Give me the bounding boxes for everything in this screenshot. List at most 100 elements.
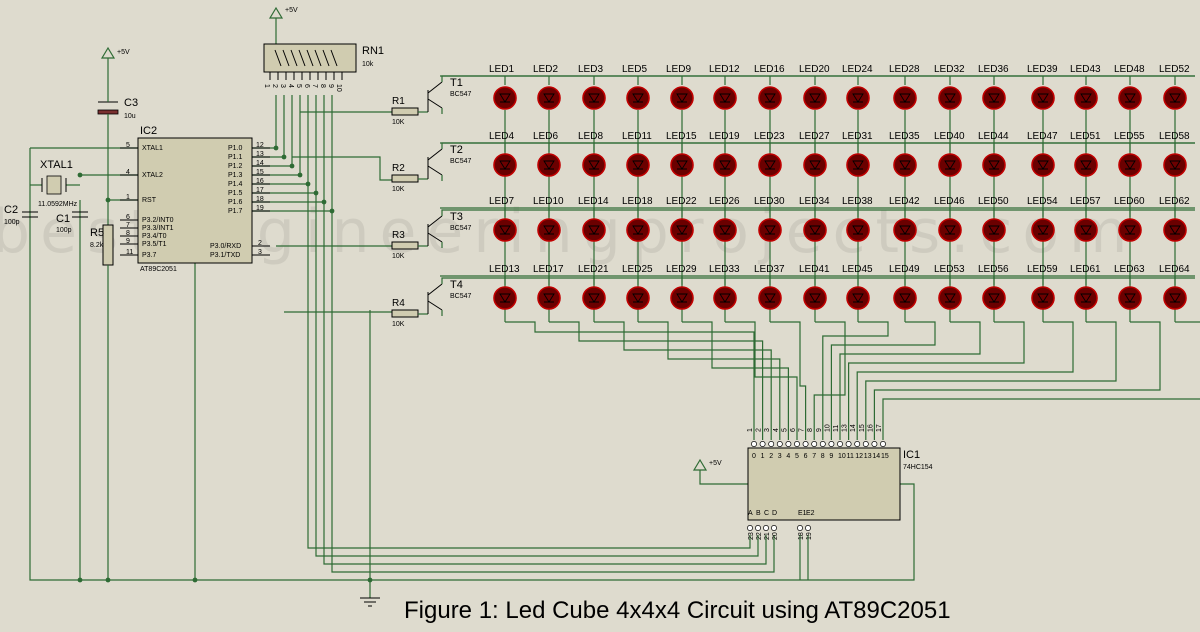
ic1-pin-name: 4 (786, 453, 790, 460)
led-body (1074, 218, 1098, 242)
column-bus (839, 321, 981, 440)
ic2-pin-number: 12 (256, 142, 264, 149)
led-label: LED5 (622, 64, 647, 75)
diode-symbol-icon (719, 225, 731, 235)
junction-dot (105, 197, 111, 203)
led: LED36 (978, 64, 1009, 110)
column-bus (882, 321, 1200, 440)
led-body (846, 218, 870, 242)
junction-dot (281, 154, 287, 160)
led-body (758, 218, 782, 242)
ic2-pin-number: 4 (126, 169, 130, 176)
ic1-pin-number: 7 (799, 428, 806, 432)
ic1-pin-name: 8 (821, 453, 825, 460)
diode-symbol-icon (809, 225, 821, 235)
pin-ring (755, 525, 761, 531)
led-label: LED41 (799, 264, 830, 275)
ic1-bottom-pin: B22 (755, 510, 763, 540)
diode-symbol-icon (676, 160, 688, 170)
rn1-pin: 5 (295, 72, 303, 88)
led: LED59 (1027, 264, 1058, 310)
transistor-collector (427, 283, 443, 296)
led-body (846, 286, 870, 310)
led-label: LED1 (489, 64, 514, 75)
ic1-pin-name: C (764, 510, 769, 517)
led-body (758, 153, 782, 177)
ic2-pin-number: 18 (256, 196, 264, 203)
ic1-pin-number: 13 (842, 424, 849, 432)
led-label: LED63 (1114, 264, 1145, 275)
ic1-pin-name: 11 (847, 453, 854, 460)
ic1-pin-name: 15 (881, 453, 889, 460)
ic2-pin-number: 3 (258, 249, 262, 256)
resistor-ref: R3 (392, 230, 405, 241)
column-bus (638, 321, 781, 440)
led-body (803, 86, 827, 110)
diode-symbol-icon (944, 160, 956, 170)
vcc-symbol-ic1: +5V (692, 458, 722, 471)
led: LED4 (489, 131, 517, 177)
resistor-ref: R1 (392, 96, 405, 107)
ic1-pin-number: 4 (773, 428, 780, 432)
ic2-pin-number: 6 (126, 214, 130, 221)
led: LED13 (489, 264, 520, 310)
ic2-part: AT89C2051 (140, 266, 177, 273)
led-body (1074, 153, 1098, 177)
led: LED25 (622, 264, 653, 310)
base-resistor (391, 309, 419, 318)
pin-ring (776, 441, 783, 447)
led-label: LED55 (1114, 131, 1145, 142)
led-label: LED58 (1159, 131, 1190, 142)
rn1-pin: 10 (335, 72, 343, 92)
junction-dot (313, 190, 319, 196)
pin-ring (805, 525, 811, 531)
led-body (582, 86, 606, 110)
led: LED39 (1027, 64, 1058, 110)
diode-symbol-icon (1037, 160, 1049, 170)
diode-symbol-icon (764, 293, 776, 303)
transistor-collector (427, 215, 443, 228)
diode-symbol-icon (676, 293, 688, 303)
rn1-pin-number: 8 (319, 84, 326, 88)
c2-value: 100p (4, 219, 20, 226)
led-body (982, 286, 1006, 310)
led-label: LED10 (533, 196, 564, 207)
led: LED5 (622, 64, 650, 110)
diode-symbol-icon (719, 93, 731, 103)
ic1-pin-name: 10 (838, 453, 846, 460)
ground-symbol (360, 597, 380, 607)
led: LED43 (1070, 64, 1101, 110)
rn1-pin-number: 9 (327, 84, 334, 88)
c2-capacitor: C2 100p (4, 204, 38, 226)
c2-ref: C2 (4, 204, 18, 216)
led-label: LED50 (978, 196, 1009, 207)
led-body (893, 86, 917, 110)
rn1-pin: 1 (263, 72, 271, 88)
ic2-body (137, 137, 253, 264)
diode-symbol-icon (1080, 93, 1092, 103)
ic1-top-pin: 10 (747, 428, 757, 460)
led-body (1031, 86, 1055, 110)
led-body (626, 218, 650, 242)
ic1-pin-number: 1 (747, 428, 754, 432)
ic2-pin-name: P3.7 (142, 252, 157, 259)
led-label: LED49 (889, 264, 920, 275)
led-label: LED31 (842, 131, 873, 142)
led-body (493, 286, 517, 310)
rn1-pin: 7 (311, 72, 319, 88)
ic2-pin-name: P1.4 (228, 181, 243, 188)
rn1-pin-number: 7 (311, 84, 318, 88)
transistor-ref: T3 (450, 211, 463, 223)
ic1-top-pin: 87 (807, 428, 818, 460)
ic1-top-pin: 54 (781, 428, 792, 460)
ic1-pin-number: 19 (806, 532, 813, 540)
led: LED49 (889, 264, 920, 310)
transistor-emitter (427, 165, 443, 176)
